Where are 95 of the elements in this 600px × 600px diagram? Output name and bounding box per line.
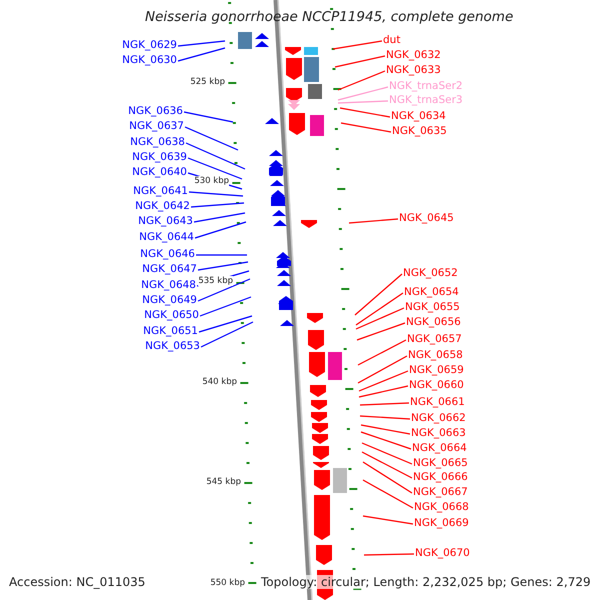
gene-label: NGK_0664 — [412, 442, 467, 455]
gene-label: NGK_0665 — [413, 457, 468, 470]
gene-label: NGK_0633 — [386, 64, 441, 77]
gene-label: NGK_0641 — [133, 185, 188, 198]
gene-label: NGK_0630 — [122, 54, 177, 67]
gene-label: NGK_0638 — [130, 136, 185, 149]
scale-label: 550 kbp — [210, 578, 245, 588]
leader-line — [356, 292, 404, 326]
leader-line — [356, 322, 406, 341]
leader-line — [360, 402, 410, 406]
leader-line — [178, 40, 226, 47]
leader-line — [340, 122, 392, 133]
gene-label: NGK_0639 — [132, 151, 187, 164]
gene-label: NGK_0656 — [406, 316, 461, 329]
gene-label: NGK_0643 — [138, 215, 193, 228]
accession-text: Accession: NC_011035 — [9, 575, 146, 589]
gene-label: NGK_0651 — [143, 325, 198, 338]
leader-line — [362, 462, 412, 494]
leader-line — [198, 261, 248, 271]
leader-line — [338, 100, 388, 104]
leader-line — [198, 278, 250, 302]
leader-line — [360, 424, 410, 435]
leader-line — [188, 191, 244, 197]
leader-line — [348, 218, 398, 224]
gene-label: NGK_0667 — [413, 486, 468, 499]
scale-label: 530 kbp — [194, 176, 229, 186]
leader-line — [198, 315, 252, 333]
gene-label: NGK_trnaSer3 — [389, 94, 463, 107]
leader-line — [190, 202, 244, 208]
gene-label: NGK_0635 — [392, 125, 447, 138]
leader-line — [194, 221, 246, 239]
gene-label: NGK_0644 — [139, 231, 194, 244]
gene-label: NGK_0666 — [413, 471, 468, 484]
gene-label: NGK_0637 — [129, 120, 184, 133]
leader-line — [362, 515, 414, 525]
leader-line — [340, 107, 390, 118]
gene-label: NGK_0647 — [142, 263, 197, 276]
scale-label: 545 kbp — [206, 477, 241, 487]
leader-line — [178, 47, 226, 62]
scale-label: 525 kbp — [190, 77, 225, 87]
leader-line — [354, 274, 402, 316]
gene-label: NGK_0642 — [135, 200, 190, 213]
gene-label: NGK_0632 — [386, 49, 441, 62]
leader-line — [200, 296, 252, 317]
gene-label: NGK_0634 — [391, 110, 446, 123]
leader-line — [356, 307, 404, 330]
leader-line — [334, 55, 386, 68]
gene-label: NGK_0649 — [142, 294, 197, 307]
gene-label: NGK_0659 — [409, 364, 464, 377]
gene-label: NGK_0655 — [405, 301, 460, 314]
gene-label: NGK_0650 — [144, 309, 199, 322]
leader-line — [358, 385, 408, 398]
leader-line — [188, 157, 242, 180]
gene-label: NGK_0648 — [141, 279, 196, 292]
scale-label: 540 kbp — [202, 377, 237, 387]
gene-label: NGK_0661 — [410, 396, 465, 409]
genome-summary-text: Topology: circular; Length: 2,232,025 bp; Genes: 2,729 — [261, 575, 591, 589]
leader-line — [362, 451, 412, 479]
leader-line — [338, 70, 386, 91]
gene-label: NGK_0670 — [415, 547, 470, 560]
gene-label: NGK_0629 — [122, 39, 177, 52]
leader-line — [332, 40, 382, 50]
gene-label: NGK_0658 — [408, 349, 463, 362]
gene-label: NGK_0652 — [403, 267, 458, 280]
gene-label: NGK_0663 — [411, 427, 466, 440]
gene-label: NGK_0636 — [128, 105, 183, 118]
leader-line — [358, 370, 408, 392]
gene-label: NGK_0646 — [140, 248, 195, 261]
leader-line — [362, 479, 414, 509]
gene-label: NGK_0654 — [404, 286, 459, 299]
gene-label: dut — [383, 34, 400, 47]
leader-line — [196, 254, 247, 256]
leader-line — [338, 86, 388, 101]
gene-label: NGK_0669 — [414, 517, 469, 530]
leader-line — [200, 321, 254, 348]
leader-line — [358, 339, 406, 366]
leader-line — [362, 442, 412, 465]
gene-label: NGK_0640 — [132, 166, 187, 179]
gene-label: NGK_0668 — [414, 501, 469, 514]
scale-label: 535 kbp — [198, 276, 233, 286]
gene-label: NGK_0662 — [411, 412, 466, 425]
gene-label: NGK_0657 — [407, 333, 462, 346]
leader-line — [360, 431, 412, 450]
leader-line — [360, 415, 410, 420]
gene-label: NGK_0653 — [145, 340, 200, 353]
leader-line — [364, 553, 414, 556]
leader-line — [184, 111, 234, 123]
leader-line — [186, 142, 246, 170]
title: Neisseria gonorrhoeae NCCP11945, complete genome — [145, 9, 514, 25]
leader-line — [194, 212, 246, 223]
leader-line — [184, 126, 238, 151]
gene-label: NGK_0660 — [409, 379, 464, 392]
leader-line — [358, 355, 408, 384]
gene-label: NGK_0645 — [399, 212, 454, 225]
gene-label: NGK_trnaSer2 — [389, 80, 463, 93]
